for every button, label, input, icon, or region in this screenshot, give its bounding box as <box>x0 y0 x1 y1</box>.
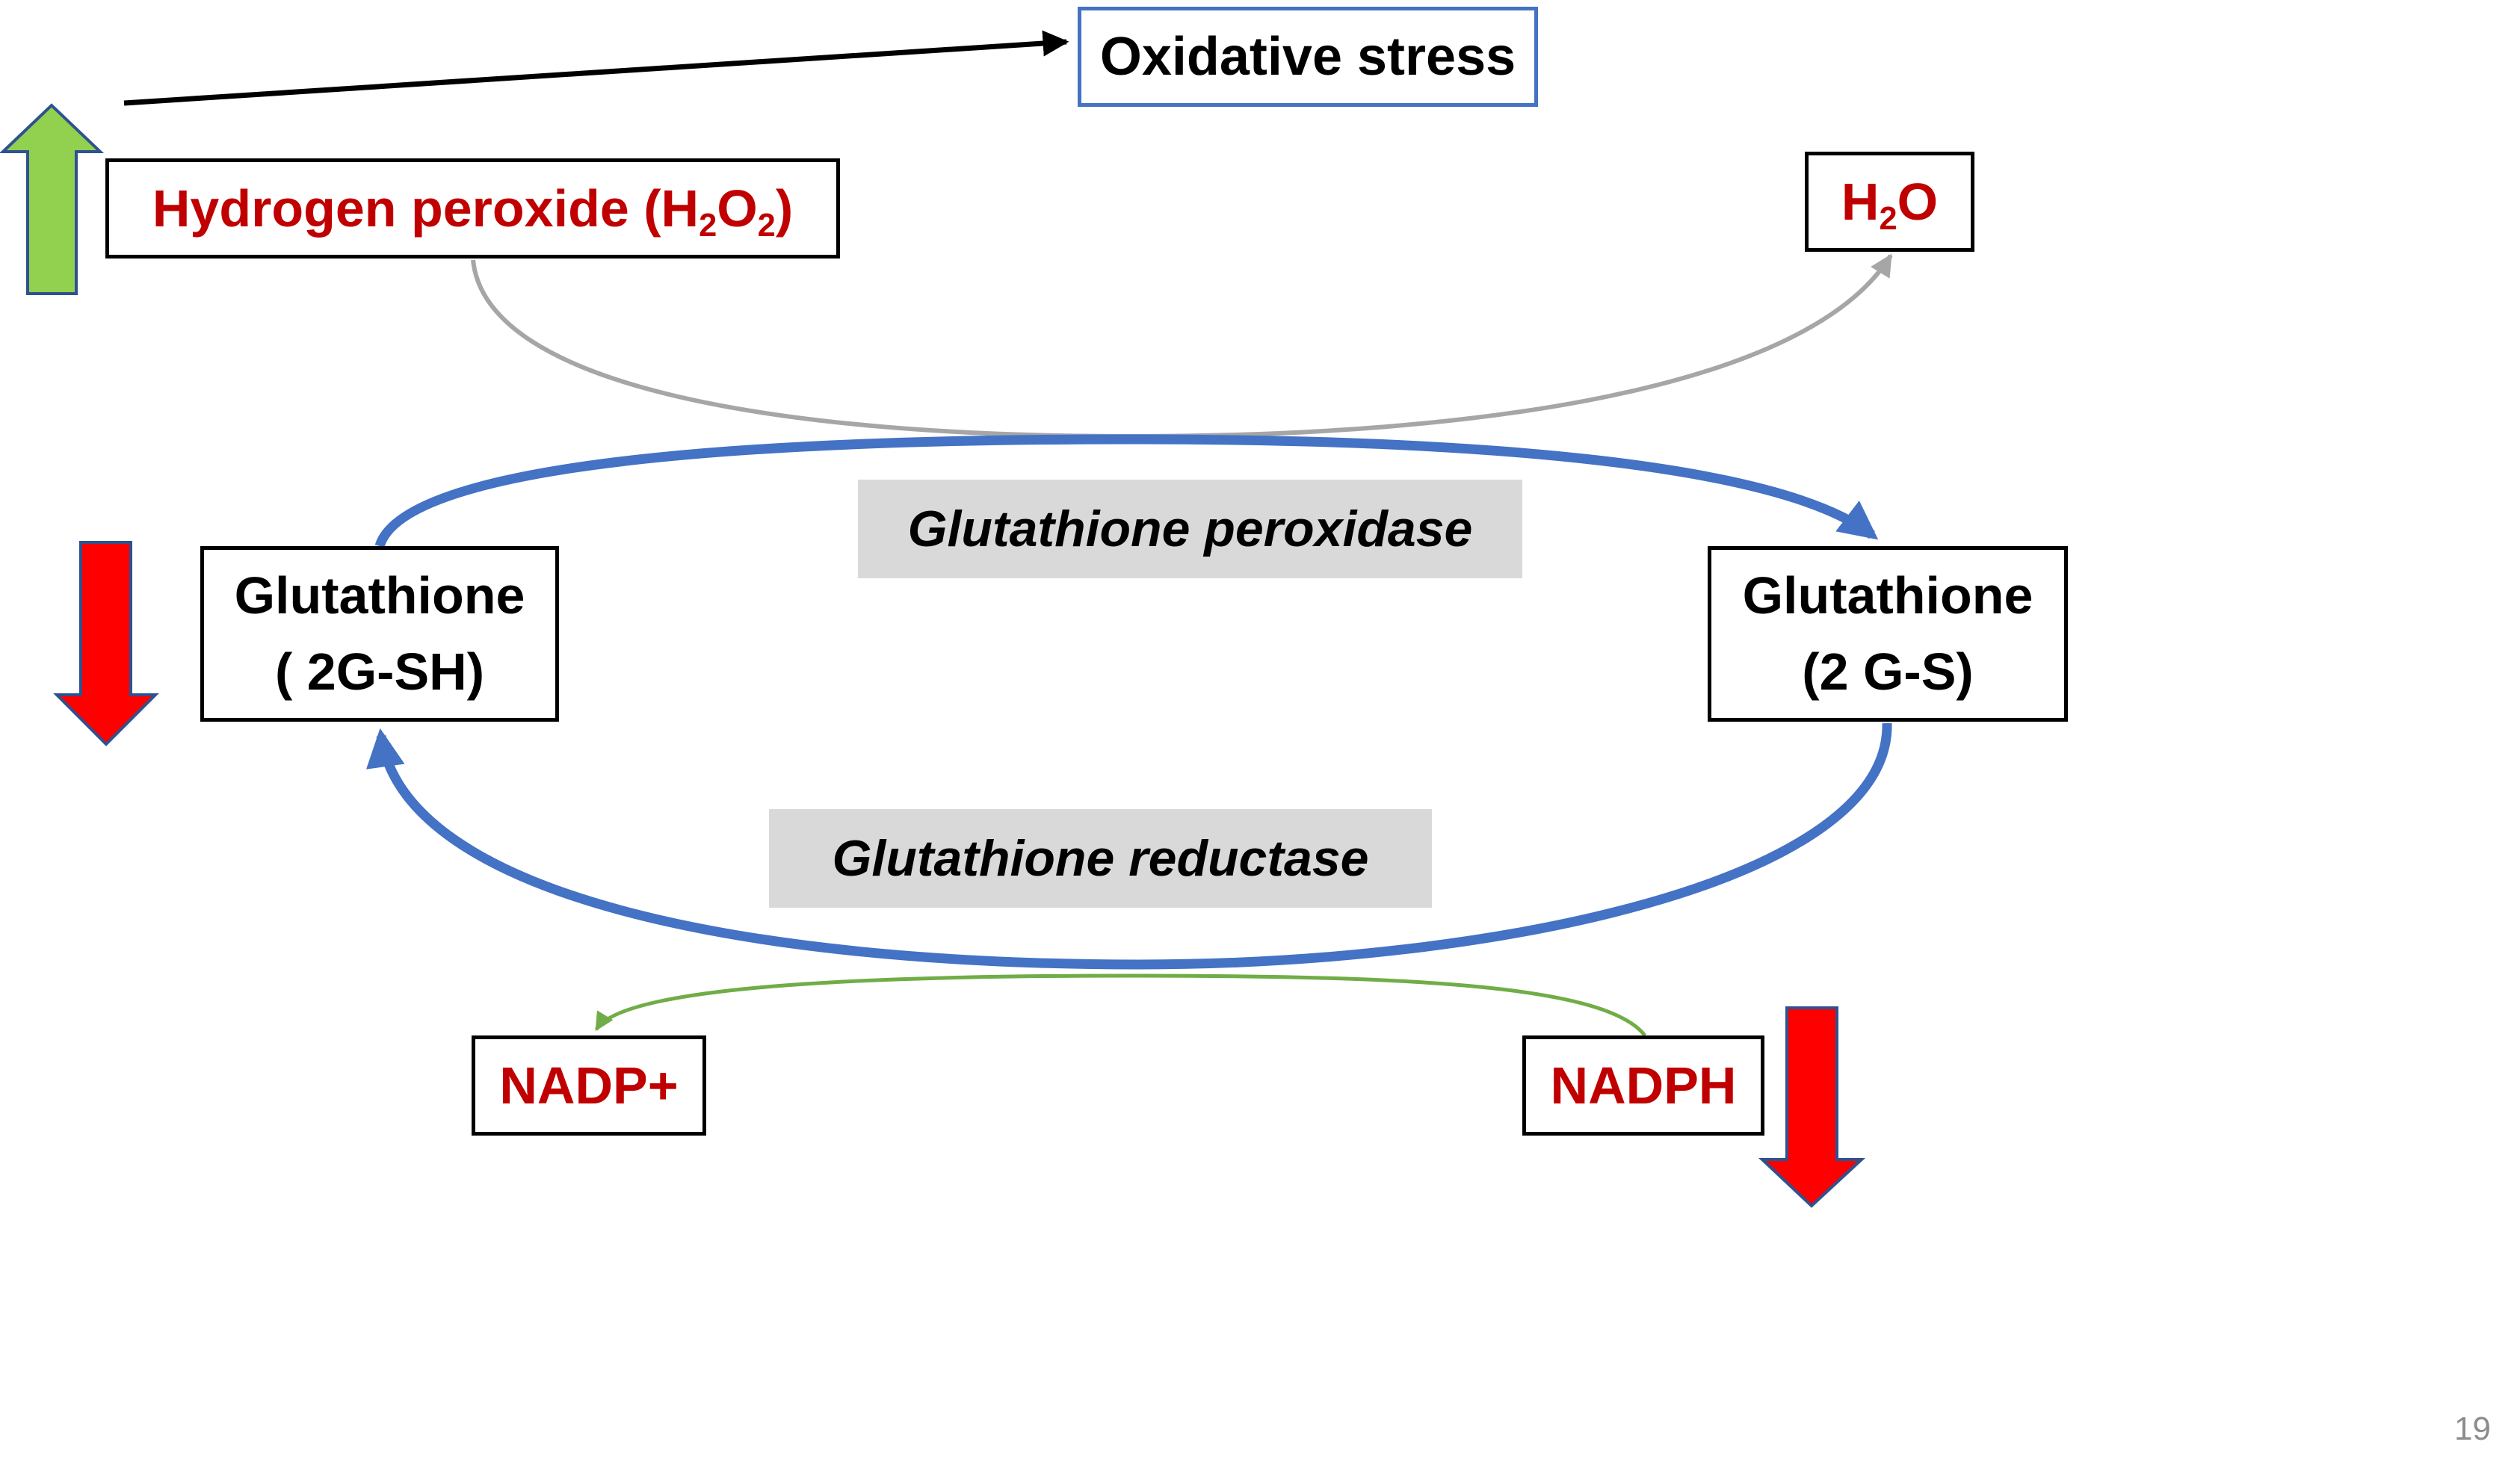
glutathione-oxidized-line1: Glutathione <box>1742 566 2033 625</box>
nadph-node: NADPH <box>1522 1035 1764 1136</box>
glutathione-reduced-node: Glutathione ( 2G-SH) <box>200 546 559 722</box>
increase-up-arrow-icon <box>0 103 104 295</box>
glutathione-oxidized-node: Glutathione (2 G-S) <box>1708 546 2068 722</box>
h2o2-to-oxidative-stress-arrow <box>123 30 1069 106</box>
peroxidase-cycle-arrow <box>374 434 1879 548</box>
glutathione-reduced-line1: Glutathione <box>234 566 525 625</box>
water-label: H2O <box>1841 173 1939 238</box>
nadph-label: NADPH <box>1550 1056 1737 1115</box>
decrease-down-arrow-icon <box>53 541 159 746</box>
glutathione-peroxidase-label: Glutathione peroxidase <box>858 480 1522 578</box>
oxidative-stress-node: Oxidative stress <box>1078 7 1538 107</box>
glutathione-oxidized-line2: (2 G-S) <box>1802 642 1974 701</box>
nadp-plus-label: NADP+ <box>499 1056 679 1115</box>
water-node: H2O <box>1805 152 1974 252</box>
hydrogen-peroxide-label: Hydrogen peroxide (H2O2) <box>152 179 794 244</box>
nadph-to-nadp-arrow <box>594 973 1646 1037</box>
reductase-cycle-arrow <box>366 722 1892 970</box>
h2o2-to-water-arrow <box>471 253 1893 439</box>
hydrogen-peroxide-node: Hydrogen peroxide (H2O2) <box>105 158 840 258</box>
nadp-plus-node: NADP+ <box>472 1035 706 1136</box>
glutathione-reductase-label: Glutathione reductase <box>769 809 1432 908</box>
decrease-down-arrow-icon <box>1758 1006 1866 1208</box>
page-number: 19 <box>2454 1411 2491 1447</box>
oxidative-stress-label: Oxidative stress <box>1099 27 1516 87</box>
glutathione-reduced-line2: ( 2G-SH) <box>275 642 484 701</box>
